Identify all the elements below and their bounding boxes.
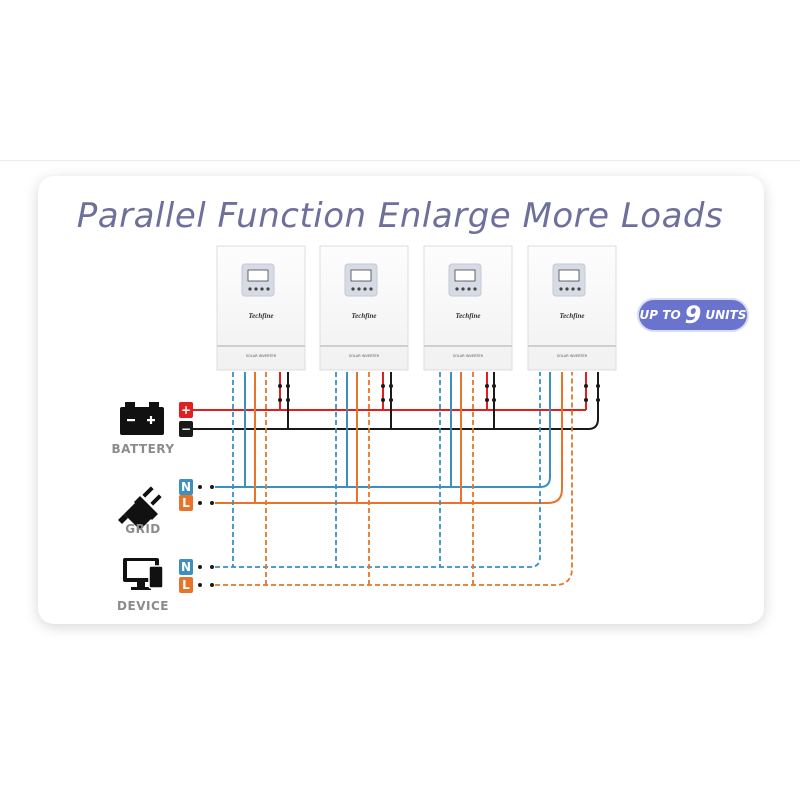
inverter-brand-3: Techfine (455, 312, 480, 320)
device-live-label: L (182, 578, 190, 592)
inverter-3 (423, 245, 513, 371)
top-divider (0, 160, 800, 161)
battery-positive-wires (193, 372, 587, 411)
inverter-4 (527, 245, 617, 371)
badge-prefix: UP TO (639, 308, 681, 322)
inverter-label-3: SOLAR INVERTER (453, 354, 484, 358)
battery-terminal-dots (278, 384, 600, 402)
inverter-1 (216, 245, 306, 371)
grid-live-terminal: L (179, 495, 193, 511)
inverter-brand-1: Techfine (248, 312, 273, 320)
inverter-label-1: SOLAR INVERTER (246, 354, 277, 358)
inverter-2 (319, 245, 409, 371)
battery-negative-terminal: − (179, 421, 193, 437)
device-neutral-label: N (180, 560, 192, 574)
grid-switches (198, 485, 214, 505)
negative-sign: − (180, 422, 192, 436)
battery-label: BATTERY (111, 442, 175, 456)
device-neutral-terminal: N (179, 559, 193, 575)
inverter-brand-4: Techfine (559, 312, 584, 320)
grid-neutral-terminal: N (179, 479, 193, 495)
grid-label: GRID (125, 522, 161, 536)
inverter-label-4: SOLAR INVERTER (557, 354, 588, 358)
badge-suffix: UNITS (705, 308, 747, 322)
device-neutral-wires (215, 372, 541, 568)
positive-sign: + (180, 403, 192, 417)
battery-negative-wires (193, 372, 599, 430)
badge-count: 9 (684, 301, 702, 329)
device-switches (198, 565, 214, 587)
device-live-terminal: L (179, 577, 193, 593)
battery-positive-terminal: + (179, 402, 193, 418)
device-label: DEVICE (117, 599, 169, 613)
units-badge: UP TO 9 UNITS (637, 298, 749, 332)
device-live-wires (215, 372, 573, 586)
grid-live-label: L (182, 496, 190, 510)
device-icon (123, 558, 164, 590)
page-title: Parallel Function Enlarge More Loads (76, 196, 724, 236)
inverter-brand-2: Techfine (351, 312, 376, 320)
battery-icon (120, 402, 164, 435)
inverter-label-2: SOLAR INVERTER (349, 354, 380, 358)
grid-neutral-label: N (180, 480, 192, 494)
plug-icon (118, 486, 162, 530)
grid-live-wires (215, 372, 563, 504)
